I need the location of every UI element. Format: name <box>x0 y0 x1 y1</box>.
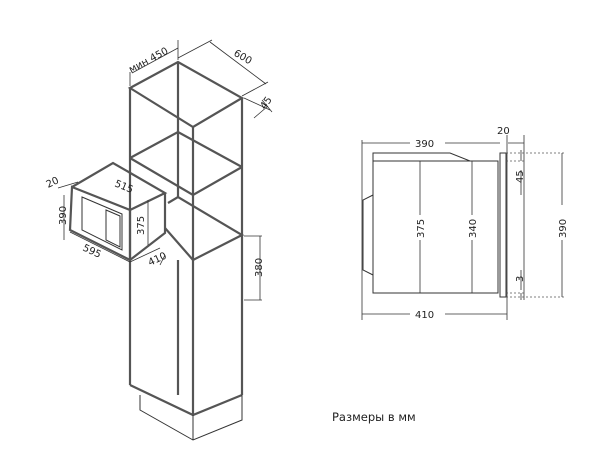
dim-20-side: 20 <box>497 126 510 137</box>
dim-375-side: 375 <box>416 219 427 238</box>
dim-3-side: 3 <box>515 276 526 282</box>
dim-min-450: мин 450 <box>127 46 170 76</box>
dim-45-side: 45 <box>515 170 526 183</box>
iso-dimension-lines <box>57 39 273 301</box>
dim-515: 515 <box>113 179 135 196</box>
dim-45-top: 45 <box>258 95 274 112</box>
dim-600: 600 <box>232 48 254 67</box>
dim-380: 380 <box>254 258 265 277</box>
side-view <box>361 135 565 320</box>
cabinet <box>127 60 245 441</box>
dim-410-iso: 410 <box>147 251 169 269</box>
dim-340-side: 340 <box>468 219 479 238</box>
dim-375-iso: 375 <box>136 216 147 235</box>
dim-390-top: 390 <box>415 139 434 150</box>
microwave <box>68 161 168 262</box>
dim-390-side: 390 <box>558 219 569 238</box>
dim-390-iso: 390 <box>58 206 69 225</box>
dim-410-bottom: 410 <box>415 310 434 321</box>
units-caption: Размеры в мм <box>332 410 416 424</box>
dim-20-iso: 20 <box>45 175 61 190</box>
